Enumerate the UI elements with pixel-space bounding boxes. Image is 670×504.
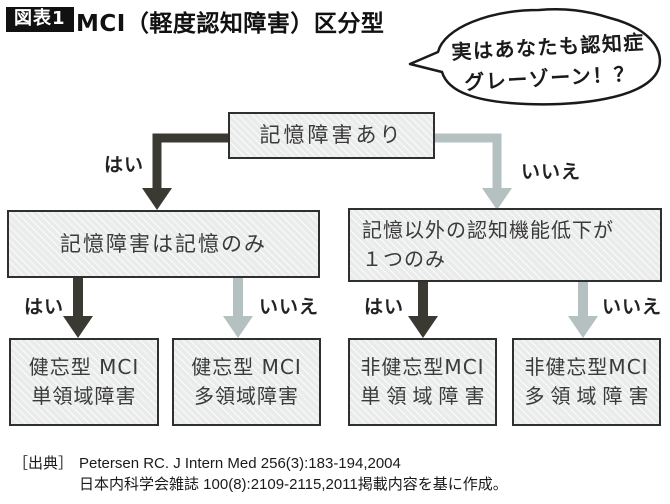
node-non-memory-decline-line1: 記憶以外の認知機能低下が [362,218,614,242]
leaf-3-line1: 非健忘型MCI [360,355,485,379]
source-lines: Petersen RC. J Intern Med 256(3):183-194… [79,453,508,495]
branch-label-yes-root: はい [104,154,145,176]
source-citation: ［出典］ Petersen RC. J Intern Med 256(3):18… [13,453,508,495]
branch-label-yes-mid-right: はい [364,296,405,318]
speech-bubble-shape [408,8,662,106]
source-prefix: ［出典］ [13,455,74,472]
leaf-amnestic-single-domain: 健忘型 MCI 単領域障害 [9,338,159,426]
leaf-1-line1: 健忘型 MCI [28,355,140,379]
leaf-1-line2: 単領域障害 [31,384,137,408]
source-line1: Petersen RC. J Intern Med 256(3):183-194… [79,455,401,472]
branch-label-yes-mid-left: はい [24,296,65,318]
arrow-yes-from-root [142,133,228,210]
arrow-no-from-root [435,133,512,210]
node-non-memory-decline: 記憶以外の認知機能低下が １つのみ [348,208,662,282]
leaf-nonamnestic-single-domain: 非健忘型MCI 単領域障害 [348,338,497,426]
leaf-4-line1: 非健忘型MCI [524,355,649,379]
node-memory-impairment: 記憶障害あり [228,112,435,159]
branch-label-no-mid-right: いいえ [602,296,663,318]
arrow-yes-from-mid-left [63,278,93,338]
source-line2: 日本内科学会雑誌 100(8):2109-2115,2011掲載内容を基に作成。 [79,476,508,493]
arrow-no-from-mid-right [568,282,598,338]
leaf-4-line2: 多領域障害 [524,384,655,408]
leaf-nonamnestic-multi-domain: 非健忘型MCI 多領域障害 [512,338,661,426]
leaf-3-line2: 単領域障害 [360,384,491,408]
node-memory-only: 記憶障害は記憶のみ [7,210,320,278]
figure-number-badge: 図表1 [6,7,74,32]
arrow-no-from-mid-left [223,278,253,338]
node-non-memory-decline-line2: １つのみ [362,247,446,271]
branch-label-no-root: いいえ [521,161,582,183]
leaf-2-line1: 健忘型 MCI [191,355,302,379]
node-memory-impairment-label: 記憶障害あり [259,123,404,148]
leaf-2-line2: 多領域障害 [194,384,299,408]
speech-bubble-outline [408,8,662,106]
leaf-amnestic-multi-domain: 健忘型 MCI 多領域障害 [172,338,321,426]
branch-label-no-mid-left: いいえ [259,296,320,318]
arrow-yes-from-mid-right [408,282,438,338]
node-memory-only-label: 記憶障害は記憶のみ [60,231,267,256]
figure-title: MCI（軽度認知障害）区分型 [76,11,385,37]
